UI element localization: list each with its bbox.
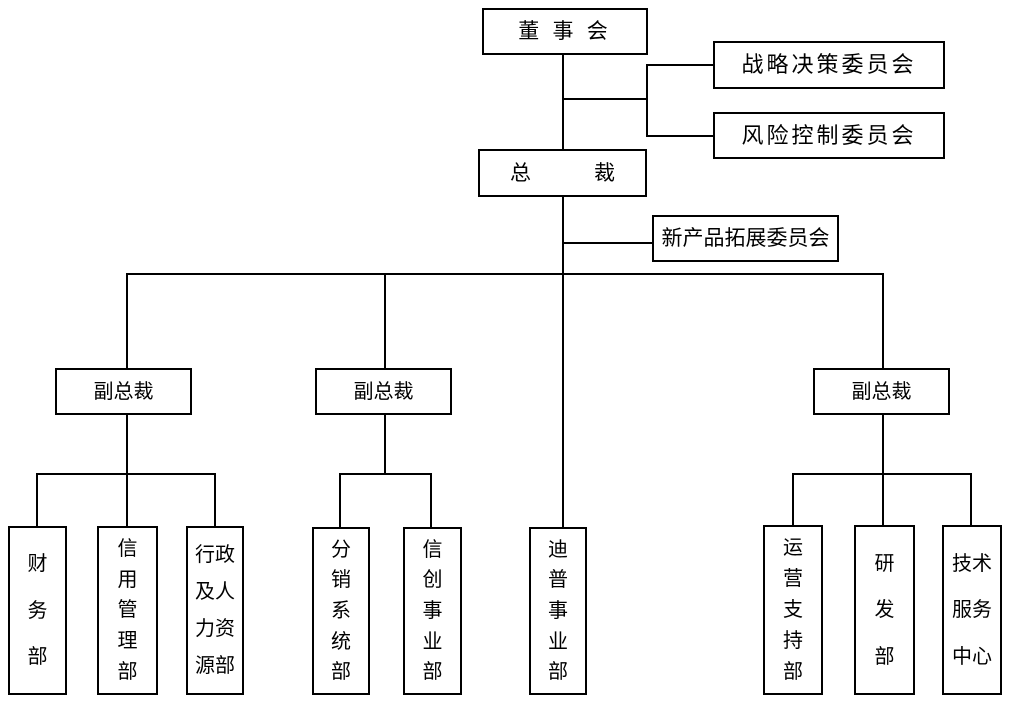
connector-strategy-stub [646, 64, 713, 66]
node-vp-left: 副总裁 [55, 368, 192, 415]
node-credit-mgmt-dept: 信用管理部 [97, 526, 158, 695]
node-risk-committee-label: 风险控制委员会 [741, 122, 917, 148]
node-board-label: 董 事 会 [518, 19, 612, 43]
connector-tech-drop [970, 473, 972, 525]
node-new-product-committee: 新产品拓展委员会 [652, 215, 839, 262]
node-president-label: 总 裁 [510, 160, 615, 185]
connector-vp-middle-drop [384, 273, 386, 368]
connector-risk-stub [646, 135, 713, 137]
node-rnd-dept: 研发部 [854, 525, 915, 695]
node-tech-service-center: 技术服务中心 [942, 525, 1002, 695]
connector-president-trunk [562, 197, 564, 274]
node-vp-right-label: 副总裁 [851, 380, 912, 403]
connector-xinchuang-drop [430, 473, 432, 527]
node-ops-support-dept: 运营支持部 [763, 525, 823, 695]
connector-vp-right-drop [882, 273, 884, 368]
connector-rnd-drop [882, 473, 884, 525]
connector-ops-drop [792, 473, 794, 525]
node-risk-committee: 风险控制委员会 [713, 112, 945, 159]
connector-middle-bus [339, 473, 432, 475]
node-vp-middle: 副总裁 [315, 368, 452, 415]
connector-committees-bracket [646, 64, 648, 137]
node-admin-hr-dept: 行政及人力资源部 [186, 526, 244, 695]
node-board: 董 事 会 [482, 8, 648, 55]
connector-vp-left-stem [126, 415, 128, 474]
connector-committees-feed [562, 98, 648, 100]
connector-new-product-stub [562, 242, 652, 244]
connector-main-bus [126, 273, 884, 275]
node-vp-right: 副总裁 [813, 368, 950, 415]
node-president: 总 裁 [478, 149, 647, 197]
connector-vp-middle-stem [384, 415, 386, 474]
node-dipu-div: 迪普事业部 [529, 527, 587, 695]
node-distribution-sys-dept: 分销系统部 [312, 527, 370, 695]
connector-credit-drop [126, 473, 128, 526]
node-finance-dept: 财务部 [8, 526, 67, 695]
node-vp-middle-label: 副总裁 [353, 380, 414, 403]
node-xinchuang-div: 信创事业部 [403, 527, 462, 695]
connector-dipu-drop [562, 273, 564, 527]
node-new-product-committee-label: 新产品拓展委员会 [661, 226, 830, 250]
connector-finance-drop [36, 473, 38, 526]
connector-vp-left-drop [126, 273, 128, 368]
connector-board-president [562, 55, 564, 150]
connector-distribution-drop [339, 473, 341, 527]
node-vp-left-label: 副总裁 [93, 380, 154, 403]
connector-vp-right-stem [882, 415, 884, 474]
connector-admin-hr-drop [214, 473, 216, 526]
node-strategy-committee: 战略决策委员会 [713, 41, 945, 89]
node-strategy-committee-label: 战略决策委员会 [741, 52, 917, 77]
